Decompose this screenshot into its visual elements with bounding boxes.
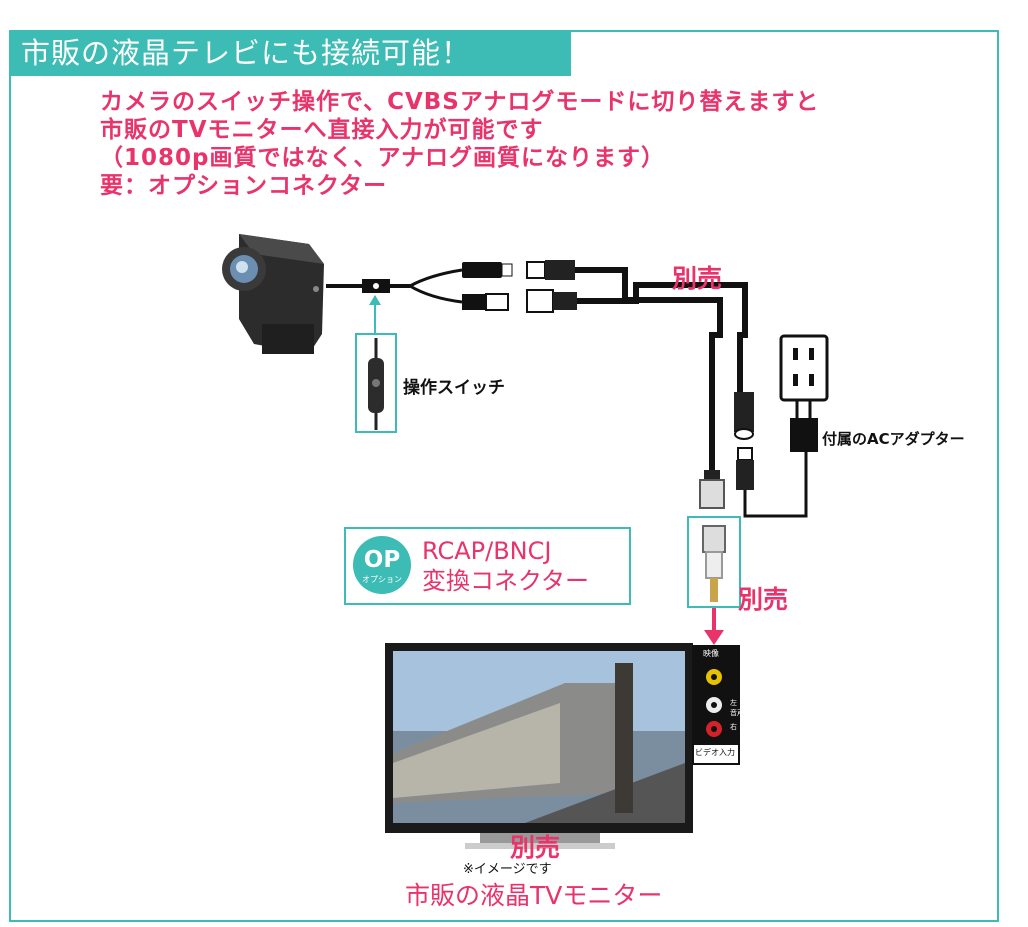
extension-cable-power bbox=[577, 282, 748, 395]
outlet-icon bbox=[779, 334, 829, 452]
description-line-4: 要：オプションコネクター bbox=[100, 173, 388, 199]
switch-callout bbox=[355, 333, 397, 437]
description-line-1: カメラのスイッチ操作で、CVBSアナログモードに切り替えますと bbox=[100, 89, 820, 115]
option-name-line-2: 変換コネクター bbox=[422, 567, 590, 595]
camera-icon bbox=[222, 234, 324, 354]
bnc-female bbox=[462, 294, 486, 310]
image-note: ※イメージです bbox=[463, 862, 552, 877]
dc-branch-cable bbox=[409, 268, 463, 288]
description: カメラのスイッチ操作で、CVBSアナログモードに切り替えますと 市販のTVモニタ… bbox=[100, 88, 819, 200]
option-badge-text: OP bbox=[363, 547, 401, 573]
adapter-dc-plug bbox=[737, 447, 753, 461]
description-line-2: 市販のTVモニターへ直接入力が可能です bbox=[100, 117, 544, 143]
left-jack-label: 左 bbox=[730, 699, 737, 707]
dc-jack bbox=[462, 262, 502, 278]
option-name-line-1: RCAP/BNCJ bbox=[422, 537, 552, 565]
extension-cable-video bbox=[575, 267, 723, 475]
audio-jack-label: 音声 bbox=[730, 709, 744, 717]
section-title: 市販の液晶テレビにも接続可能！ bbox=[9, 30, 571, 76]
switch-label: 操作スイッチ bbox=[403, 378, 505, 398]
connector-icon bbox=[687, 516, 741, 608]
connector-sold-separately: 別売 bbox=[738, 585, 789, 614]
tv-icon bbox=[385, 643, 693, 849]
option-badge-subtext: オプション bbox=[362, 575, 402, 584]
tv-sold-separately: 別売 bbox=[510, 833, 561, 862]
av-jack-panel bbox=[692, 645, 740, 765]
bnc-male-end bbox=[699, 479, 725, 509]
option-badge: OP オプション bbox=[353, 536, 411, 594]
right-jack-label: 右 bbox=[730, 723, 737, 731]
option-name: RCAP/BNCJ 変換コネクター bbox=[422, 536, 589, 596]
tv-caption: 市販の液晶TVモニター bbox=[405, 881, 663, 910]
option-box bbox=[344, 527, 631, 605]
dc-plug bbox=[526, 261, 546, 279]
switch-icon bbox=[355, 333, 397, 433]
dc-plug-end bbox=[734, 392, 754, 432]
description-line-3: （1080p画質ではなく、アナログ画質になります） bbox=[100, 145, 666, 171]
video-jack-label: 映像 bbox=[703, 649, 719, 658]
ac-adapter-label: 付属のACアダプター bbox=[822, 430, 965, 448]
cable-sold-separately: 別売 bbox=[672, 264, 723, 293]
video-input-label: ビデオ入力 bbox=[695, 748, 735, 757]
adapter-cable bbox=[743, 452, 808, 518]
bnc-male bbox=[526, 289, 554, 313]
video-branch-cable bbox=[409, 284, 463, 304]
